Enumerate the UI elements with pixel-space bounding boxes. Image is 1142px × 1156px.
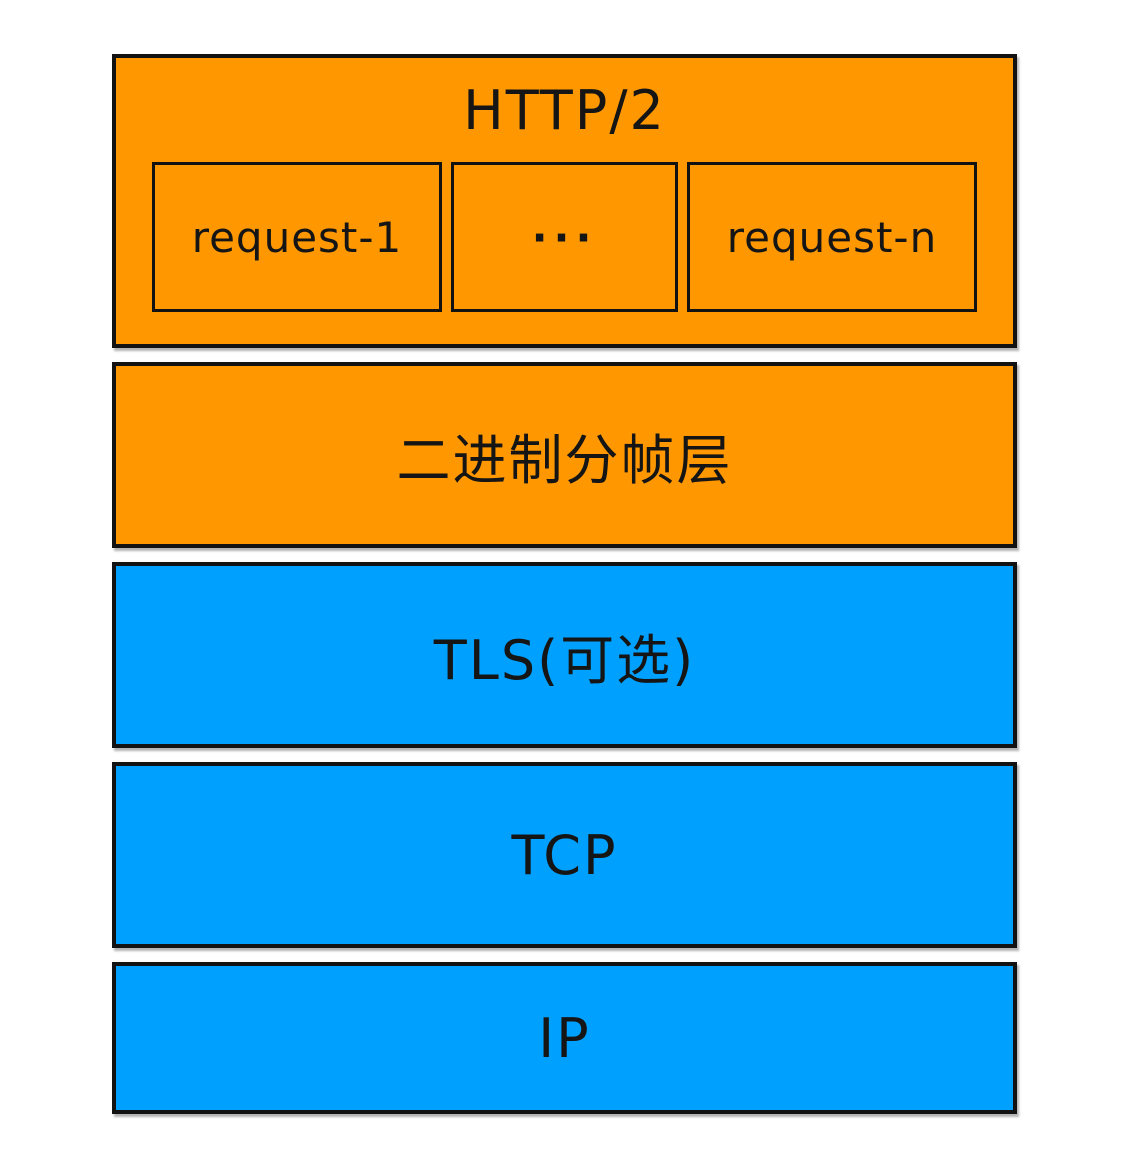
request-n-label: request-n	[726, 212, 938, 262]
requests-row: request-1 ··· request-n	[152, 162, 977, 312]
ip-label: IP	[538, 1006, 591, 1070]
tls-label: TLS(可选)	[433, 628, 696, 692]
protocol-stack-diagram: HTTP/2 request-1 ··· request-n 二进制分帧层 TL…	[112, 54, 1017, 1114]
ellipsis-label: ···	[531, 212, 598, 262]
binary-framing-layer-box: 二进制分帧层	[112, 362, 1017, 548]
request-1-box: request-1	[152, 162, 442, 312]
ellipsis-box: ···	[451, 162, 678, 312]
tcp-layer-box: TCP	[112, 762, 1017, 948]
http2-label: HTTP/2	[463, 78, 666, 142]
tls-layer-box: TLS(可选)	[112, 562, 1017, 748]
tcp-label: TCP	[511, 823, 618, 887]
ip-layer-box: IP	[112, 962, 1017, 1114]
request-1-label: request-1	[191, 212, 403, 262]
request-n-box: request-n	[687, 162, 977, 312]
binary-framing-label: 二进制分帧层	[396, 428, 733, 492]
http2-layer-box: HTTP/2 request-1 ··· request-n	[112, 54, 1017, 348]
